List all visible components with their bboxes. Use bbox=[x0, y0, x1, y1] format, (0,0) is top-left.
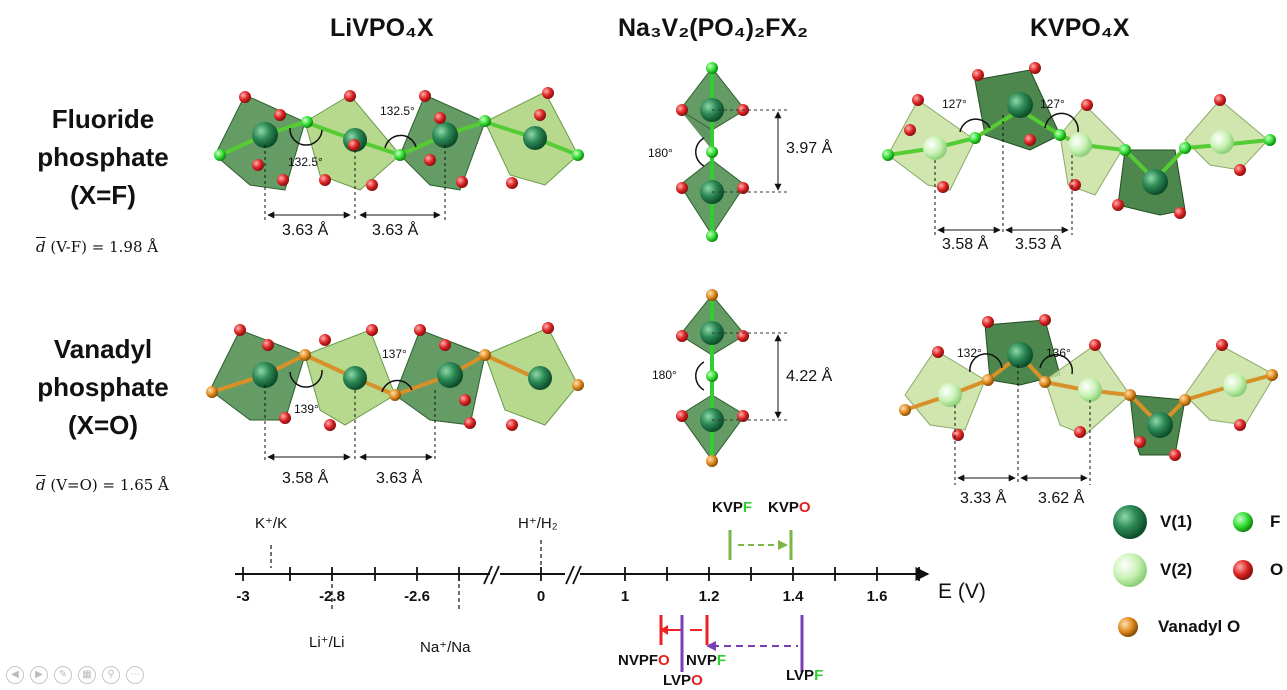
tick-label: 1.2 bbox=[698, 588, 720, 605]
tick-label: -2.8 bbox=[319, 588, 345, 605]
legend-vanadyl-o: Vanadyl O bbox=[1158, 617, 1241, 636]
k-f-angle-1: 127° bbox=[942, 97, 967, 111]
zoom-icon[interactable]: ⚲ bbox=[102, 666, 120, 684]
li-o-dist-2: 3.63 Å bbox=[376, 470, 423, 487]
compound-nvpfo: NVPFO bbox=[618, 652, 670, 669]
k-o-dist-1: 3.33 Å bbox=[960, 490, 1007, 507]
k-fluoride-chain bbox=[882, 62, 1276, 219]
axis-label: E (V) bbox=[938, 580, 986, 603]
legend-v1: V(1) bbox=[1160, 512, 1193, 531]
tick-label: -2.6 bbox=[404, 588, 430, 605]
compound-base: KVP bbox=[768, 499, 799, 516]
row-vanadyl-line2: phosphate bbox=[37, 372, 169, 402]
next-slide-icon[interactable]: ▶ bbox=[30, 666, 48, 684]
previous-slide-icon[interactable]: ◀ bbox=[6, 666, 24, 684]
dbar-symbol: d bbox=[36, 476, 46, 494]
row-fluoride-line1: Fluoride bbox=[51, 104, 155, 134]
dbar-symbol: d bbox=[36, 238, 46, 256]
li-fluoride-chain bbox=[214, 87, 584, 191]
slide-nav-controls: ◀ ▶ ✎ ▦ ⚲ ⋯ bbox=[6, 666, 144, 684]
compound-x: O bbox=[658, 652, 670, 669]
li-f-angle-2: 132.5° bbox=[380, 104, 415, 118]
potential-axis bbox=[235, 540, 930, 610]
bond-text: (V-F) = 1.98 Å bbox=[45, 238, 159, 256]
row-fluoride-label: Fluoride phosphate (X=F) bbox=[8, 100, 198, 214]
tick-label: 0 bbox=[536, 588, 546, 605]
k-f-angle-2: 127° bbox=[1040, 97, 1065, 111]
v1-sphere-icon bbox=[1113, 505, 1147, 539]
row-fluoride-line2: phosphate bbox=[37, 142, 169, 172]
li-vanadyl-chain bbox=[206, 322, 584, 431]
compound-kvpf: KVPF bbox=[712, 499, 752, 516]
vanadyl-o-sphere-icon bbox=[1118, 617, 1138, 637]
legend-o: O bbox=[1270, 560, 1284, 579]
row-vanadyl-line1: Vanadyl bbox=[53, 334, 153, 364]
tick-label: -3 bbox=[236, 588, 250, 605]
tick-label: 1.6 bbox=[866, 588, 888, 605]
v2-sphere-icon bbox=[1113, 553, 1147, 587]
li-o-dist-1: 3.58 Å bbox=[282, 470, 329, 487]
k-f-dist-2: 3.53 Å bbox=[1015, 236, 1062, 253]
na-f-dist: 3.97 Å bbox=[786, 140, 833, 157]
compound-x: F bbox=[742, 499, 753, 516]
compound-x: F bbox=[716, 652, 727, 669]
row-fluoride-bond: d (V-F) = 1.98 Å bbox=[36, 238, 158, 256]
li-o-angle-2: 137° bbox=[382, 347, 407, 361]
compound-kvpo: KVPO bbox=[768, 499, 811, 516]
bond-text: (V=O) = 1.65 Å bbox=[45, 476, 169, 494]
oxygen-sphere-icon bbox=[1233, 560, 1253, 580]
k-o-angle-2: 136° bbox=[1046, 346, 1071, 360]
title-li: LiVPO₄X bbox=[330, 14, 434, 42]
tick-label: 1.4 bbox=[782, 588, 804, 605]
kvp-potential-marker bbox=[728, 530, 793, 560]
couple-na: Na⁺/Na bbox=[420, 639, 471, 656]
slides-grid-icon[interactable]: ▦ bbox=[78, 666, 96, 684]
li-f-dist-2: 3.63 Å bbox=[372, 222, 419, 239]
compound-base: NVP bbox=[686, 652, 717, 669]
k-o-angle-1: 132° bbox=[957, 346, 982, 360]
compound-base: NVPF bbox=[618, 652, 659, 669]
title-k: KVPO₄X bbox=[1030, 14, 1130, 42]
li-f-angle-1: 132.5° bbox=[288, 155, 323, 169]
compound-base: LVP bbox=[786, 667, 815, 684]
tick-label: 1 bbox=[620, 588, 630, 605]
compound-lvpf: LVPF bbox=[786, 667, 823, 684]
compound-x: F bbox=[814, 667, 824, 684]
row-vanadyl-line3: (X=O) bbox=[67, 410, 139, 440]
legend-f: F bbox=[1270, 512, 1281, 531]
pen-icon[interactable]: ✎ bbox=[54, 666, 72, 684]
legend-v2: V(2) bbox=[1160, 560, 1193, 579]
k-o-dist-2: 3.62 Å bbox=[1038, 490, 1085, 507]
li-f-dist-1: 3.63 Å bbox=[282, 222, 329, 239]
k-vanadyl-chain bbox=[899, 314, 1278, 461]
k-f-dist-1: 3.58 Å bbox=[942, 236, 989, 253]
row-fluoride-line3: (X=F) bbox=[70, 180, 136, 210]
na-o-dist: 4.22 Å bbox=[786, 368, 833, 385]
row-vanadyl-bond: d (V=O) = 1.65 Å bbox=[36, 476, 169, 494]
couple-li: Li⁺/Li bbox=[309, 634, 345, 651]
fluorine-sphere-icon bbox=[1233, 512, 1253, 532]
lvp-potential-marker bbox=[680, 615, 804, 672]
na-fluoride-bioctahedra bbox=[676, 62, 790, 242]
more-options-icon[interactable]: ⋯ bbox=[126, 666, 144, 684]
couple-k: K⁺/K bbox=[255, 515, 288, 532]
compound-base: KVP bbox=[712, 499, 743, 516]
compound-lvpo: LVPO bbox=[663, 672, 703, 689]
couple-h: H⁺/H₂ bbox=[518, 515, 558, 532]
compound-x: O bbox=[691, 672, 703, 689]
compound-nvpf: NVPF bbox=[686, 652, 726, 669]
compound-x: O bbox=[798, 499, 811, 516]
na-o-angle: 180° bbox=[652, 368, 677, 382]
distance-markers bbox=[264, 115, 1091, 485]
li-o-angle-1: 139° bbox=[294, 402, 319, 416]
na-vanadyl-bioctahedra bbox=[676, 289, 790, 467]
row-vanadyl-label: Vanadyl phosphate (X=O) bbox=[8, 330, 198, 444]
na-f-angle: 180° bbox=[648, 146, 673, 160]
title-na: Na₃V₂(PO₄)₂FX₂ bbox=[618, 14, 809, 42]
nvp-potential-marker bbox=[659, 615, 709, 645]
compound-base: LVP bbox=[663, 672, 692, 689]
